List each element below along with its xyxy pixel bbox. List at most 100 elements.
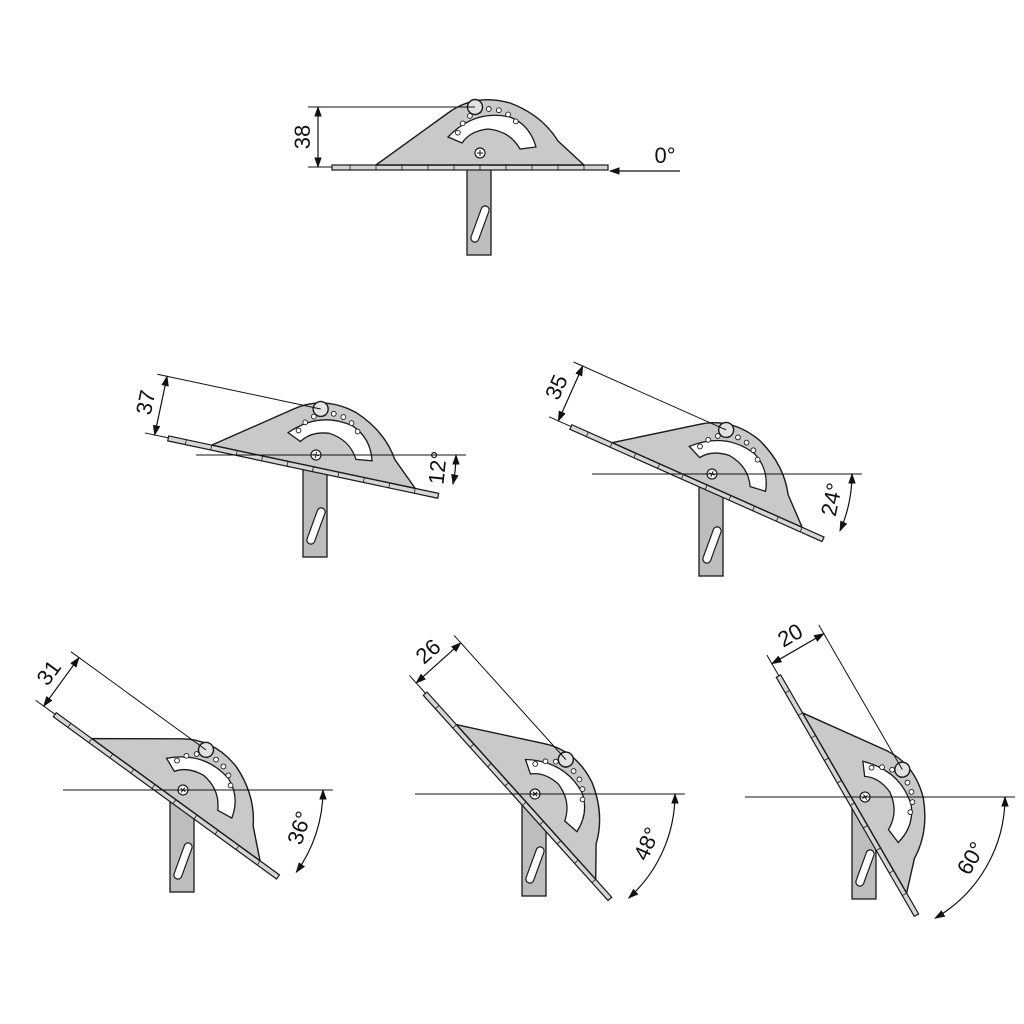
bar-tick <box>261 455 264 461</box>
angle-slot <box>286 419 373 462</box>
scale-mark <box>512 118 519 125</box>
bar-tick <box>902 892 907 896</box>
scale-mark <box>354 428 361 435</box>
extension-line <box>453 635 567 760</box>
bar-tick <box>889 870 894 874</box>
bar-tick <box>785 690 790 694</box>
bar-tick <box>556 840 562 845</box>
bar-tick <box>452 724 457 729</box>
extension-line <box>766 654 780 677</box>
scale-mark <box>295 427 302 434</box>
scale-mark <box>532 761 539 767</box>
scale-mark <box>697 443 703 450</box>
scale-mark <box>705 437 712 443</box>
scale-mark <box>340 414 347 420</box>
angle-slot <box>688 439 767 493</box>
scale-mark <box>542 758 549 765</box>
scale-mark <box>868 764 875 771</box>
scale-mark <box>715 433 721 439</box>
dimension-line <box>43 656 80 707</box>
bar-tick <box>151 784 156 789</box>
bar-tick <box>728 495 732 501</box>
scale-mark <box>909 799 916 805</box>
plate <box>455 724 601 881</box>
angle-label: 36° <box>282 808 316 847</box>
bar-tick <box>67 723 72 728</box>
bar-tick <box>214 830 219 835</box>
dimension-line <box>557 365 584 422</box>
bar-tick <box>88 738 93 743</box>
plate <box>375 98 585 166</box>
bar-tick <box>522 801 527 806</box>
bar-tick <box>435 705 440 710</box>
scale-mark <box>467 113 473 119</box>
scale-mark <box>904 779 911 786</box>
extension-line <box>144 432 169 439</box>
bar-tick <box>633 453 637 458</box>
bar-tick <box>811 735 816 739</box>
scale-mark <box>889 766 895 773</box>
bar-tick <box>798 712 803 716</box>
bracket-figure: 31 36° <box>31 651 333 893</box>
scale-mark <box>570 768 577 774</box>
angle-arc <box>839 472 856 532</box>
scale-mark <box>735 434 741 441</box>
scale-mark <box>310 413 317 420</box>
bar-tick <box>775 516 779 522</box>
scale-mark <box>552 758 559 765</box>
scale-mark <box>907 809 914 816</box>
scale-mark <box>348 420 355 427</box>
angle-arc <box>934 795 1009 919</box>
angle-label: 12° <box>423 450 451 486</box>
bar-tick <box>824 757 829 761</box>
scale-mark <box>213 756 219 763</box>
bar-tick <box>256 860 261 866</box>
scale-mark <box>227 782 234 789</box>
angle-label: 24° <box>816 481 847 519</box>
extension-line <box>409 675 426 694</box>
bar-tick <box>109 753 114 759</box>
rotating-plate: 37 <box>131 373 440 499</box>
bar-tick <box>752 505 755 511</box>
bar-tick <box>876 847 881 851</box>
bar-tick <box>539 821 544 825</box>
bar-tick <box>591 879 596 883</box>
scale-mark <box>225 772 232 779</box>
bar-tick <box>362 477 365 483</box>
angle-arc <box>451 453 460 486</box>
bar-tick <box>657 463 660 469</box>
rotating-plate: 35 <box>540 361 825 543</box>
fence-bar <box>331 164 609 171</box>
post-slot <box>306 507 326 545</box>
bar-tick <box>337 472 340 478</box>
bar-tick <box>574 859 579 864</box>
bar-tick <box>193 814 198 820</box>
height-label: 37 <box>131 388 161 417</box>
rotating-plate: 26 <box>409 634 613 902</box>
bar-tick <box>837 780 842 784</box>
bar-tick <box>504 782 509 787</box>
scale-mark <box>743 439 750 446</box>
angle-arc <box>295 788 327 874</box>
height-label: 31 <box>31 655 66 690</box>
angle-label: 60° <box>952 837 990 878</box>
scale-mark <box>754 456 761 463</box>
bar-tick <box>172 799 177 804</box>
bar-tick <box>312 466 314 472</box>
scale-mark <box>576 776 583 783</box>
extension-line <box>818 624 903 770</box>
plate <box>91 737 261 862</box>
angle-slot <box>165 756 236 819</box>
scale-mark <box>193 751 200 757</box>
bracket-figure: 37 12° <box>131 373 466 558</box>
scale-mark <box>579 786 586 792</box>
bar-tick <box>184 439 187 445</box>
bar-tick <box>210 445 213 451</box>
plate <box>211 402 416 490</box>
bar-tick <box>680 474 684 480</box>
scale-mark <box>505 111 511 118</box>
height-label: 20 <box>773 618 807 652</box>
dimension-line <box>415 642 462 684</box>
